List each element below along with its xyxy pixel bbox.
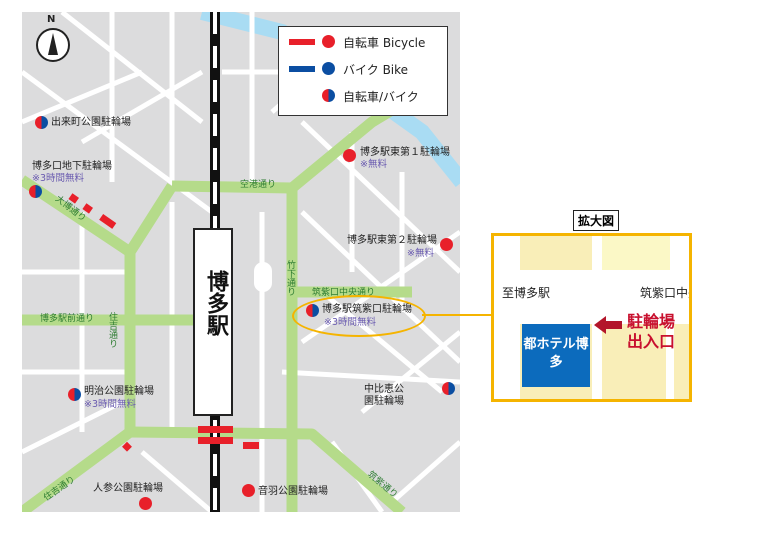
compass bbox=[36, 28, 70, 62]
parking-name[interactable]: 音羽公園駐輪場 bbox=[258, 486, 328, 497]
road-label: 竹下通り bbox=[285, 260, 295, 296]
red-dot-icon bbox=[322, 35, 335, 48]
parking-note: ※3時間無料 bbox=[32, 173, 85, 184]
parking-name[interactable]: 博多駅東第２駐輪場 bbox=[347, 235, 437, 246]
inset-block bbox=[520, 236, 592, 270]
inset-block bbox=[674, 324, 689, 399]
parking-name[interactable]: 博多口地下駐輪場 bbox=[32, 161, 112, 172]
parking-marker[interactable] bbox=[139, 497, 152, 510]
road-label: 住吉通り bbox=[107, 312, 117, 348]
parking-name[interactable]: 明治公園駐輪場 bbox=[84, 386, 154, 397]
red-bar-icon bbox=[289, 39, 315, 45]
legend-label: 自転車/バイク bbox=[343, 90, 419, 104]
inset-block bbox=[602, 324, 666, 399]
station-name: 博多駅 bbox=[203, 270, 228, 336]
parking-marker[interactable] bbox=[343, 149, 356, 162]
parking-name[interactable]: 中比恵公園駐輪場 bbox=[364, 384, 404, 407]
parking-name[interactable]: 人参公園駐輪場 bbox=[93, 483, 163, 494]
arrow-shaft bbox=[606, 321, 622, 329]
parking-marker[interactable] bbox=[440, 238, 453, 251]
parking-marker[interactable] bbox=[29, 185, 42, 198]
blue-bar-icon bbox=[289, 66, 315, 72]
building bbox=[254, 262, 272, 292]
parking-note: ※3時間無料 bbox=[84, 399, 137, 410]
bicycle-parking-bars bbox=[68, 193, 259, 452]
road-label: 空港通り bbox=[240, 180, 277, 190]
parking-name[interactable]: 出来町公園駐輪場 bbox=[51, 117, 131, 128]
hotel-building: 都ホテル博多 bbox=[522, 324, 590, 387]
legend: 自転車 Bicycle バイク Bike 自転車/バイク bbox=[278, 26, 448, 116]
inset-map: 至博多駅 筑紫口中央通り 都ホテル博多 駐輪場出入口 bbox=[491, 233, 692, 402]
to-station-label: 至博多駅 bbox=[502, 286, 551, 300]
parking-note: ※無料 bbox=[360, 159, 387, 170]
parking-marker[interactable] bbox=[242, 484, 255, 497]
street-label: 筑紫口中央通り bbox=[640, 286, 689, 300]
parking-marker[interactable] bbox=[68, 388, 81, 401]
connector-line bbox=[422, 314, 492, 316]
parking-note: ※無料 bbox=[407, 248, 434, 259]
map-roads bbox=[22, 12, 460, 512]
highlight-ellipse bbox=[292, 295, 426, 337]
entrance-label: 駐輪場出入口 bbox=[627, 312, 676, 351]
arrow-left-icon bbox=[594, 316, 606, 334]
legend-label: 自転車 Bicycle bbox=[343, 36, 426, 50]
road-label: 博多駅前通り bbox=[40, 314, 95, 324]
road-label: 筑紫口中央通り bbox=[312, 288, 376, 298]
inset-title: 拡大図 bbox=[573, 210, 620, 231]
half-dot-icon bbox=[322, 89, 335, 102]
parking-marker[interactable] bbox=[35, 116, 48, 129]
north-arrow-icon bbox=[48, 33, 58, 55]
parking-marker[interactable] bbox=[442, 382, 455, 395]
hakata-station[interactable]: 博多駅 bbox=[193, 228, 233, 416]
parking-name[interactable]: 博多駅東第１駐輪場 bbox=[360, 147, 450, 158]
blue-dot-icon bbox=[322, 62, 335, 75]
inset-block bbox=[602, 236, 670, 270]
compass-north-label: N bbox=[47, 14, 56, 25]
legend-label: バイク Bike bbox=[343, 63, 409, 77]
